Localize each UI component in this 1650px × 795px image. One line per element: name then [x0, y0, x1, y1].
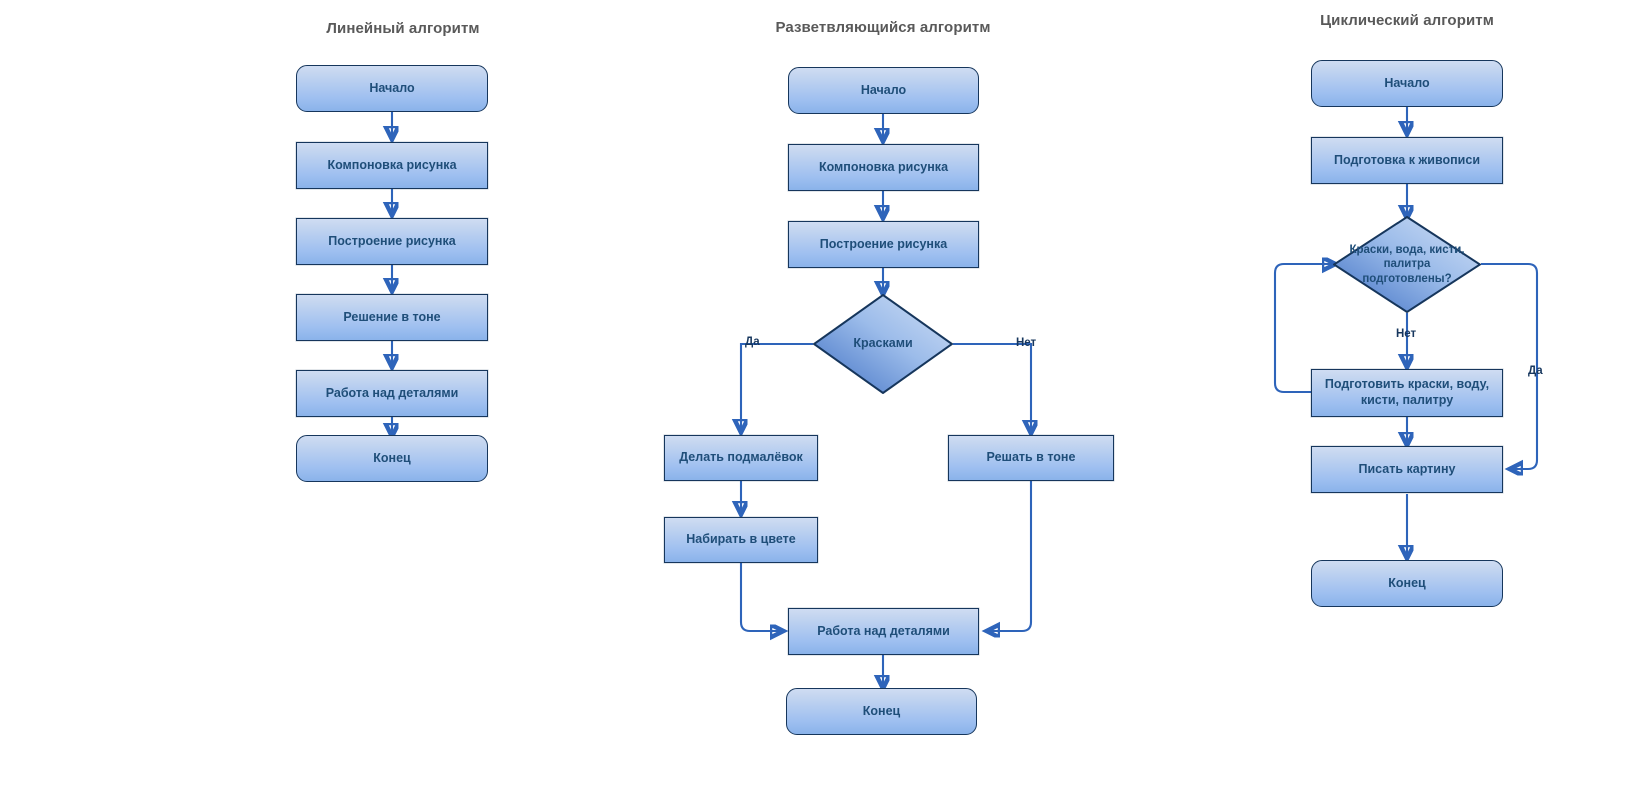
edge-label-branch-no: Нет: [1016, 337, 1037, 349]
node-branch-decision-label: Красками: [853, 336, 913, 351]
node-branch-end[interactable]: Конец: [786, 688, 977, 735]
node-cycle-preparation[interactable]: Подготовка к живописи: [1311, 137, 1503, 184]
node-cycle-end[interactable]: Конец: [1311, 560, 1503, 607]
diamond-shape: [813, 294, 953, 394]
node-linear-details[interactable]: Работа над деталями: [296, 370, 488, 417]
node-branch-start[interactable]: Начало: [788, 67, 979, 114]
node-cycle-start[interactable]: Начало: [1311, 60, 1503, 107]
node-linear-end[interactable]: Конец: [296, 435, 488, 482]
edge-label-branch-yes: Да: [745, 336, 760, 348]
node-branch-tone[interactable]: Решать в тоне: [948, 435, 1114, 481]
node-branch-underpainting[interactable]: Делать подмалёвок: [664, 435, 818, 481]
column-title-branching: Разветвляющийся алгоритм: [775, 19, 991, 36]
column-title-cyclic: Циклический алгоритм: [1320, 12, 1494, 29]
node-linear-construction[interactable]: Построение рисунка: [296, 218, 488, 265]
node-branch-composition[interactable]: Компоновка рисунка: [788, 144, 979, 191]
node-branch-construction[interactable]: Построение рисунка: [788, 221, 979, 268]
node-linear-composition[interactable]: Компоновка рисунка: [296, 142, 488, 189]
edge-loop-back: [1273, 264, 1333, 394]
edge-label-cycle-yes: Да: [1528, 365, 1543, 377]
column-title-linear: Линейный алгоритм: [326, 20, 480, 37]
node-branch-details[interactable]: Работа над деталями: [788, 608, 979, 655]
node-branch-color[interactable]: Набирать в цвете: [664, 517, 818, 563]
edges-branching: [741, 114, 1031, 686]
diamond-shape: [1333, 216, 1481, 313]
node-linear-start[interactable]: Начало: [296, 65, 488, 112]
node-cycle-decision-ready[interactable]: Краски, вода, кисти, палитра подготовлен…: [1333, 216, 1481, 313]
node-branch-decision-paints[interactable]: Красками: [813, 294, 953, 394]
edge-cycle-yes: [1481, 262, 1539, 469]
node-cycle-paint[interactable]: Писать картину: [1311, 446, 1503, 493]
node-cycle-prepare-materials[interactable]: Подготовить краски, воду, кисти, палитру: [1311, 369, 1503, 417]
node-linear-tone[interactable]: Решение в тоне: [296, 294, 488, 341]
node-cycle-decision-label: Краски, вода, кисти, палитра подготовлен…: [1349, 243, 1465, 285]
edge-label-cycle-no: Нет: [1396, 328, 1417, 340]
